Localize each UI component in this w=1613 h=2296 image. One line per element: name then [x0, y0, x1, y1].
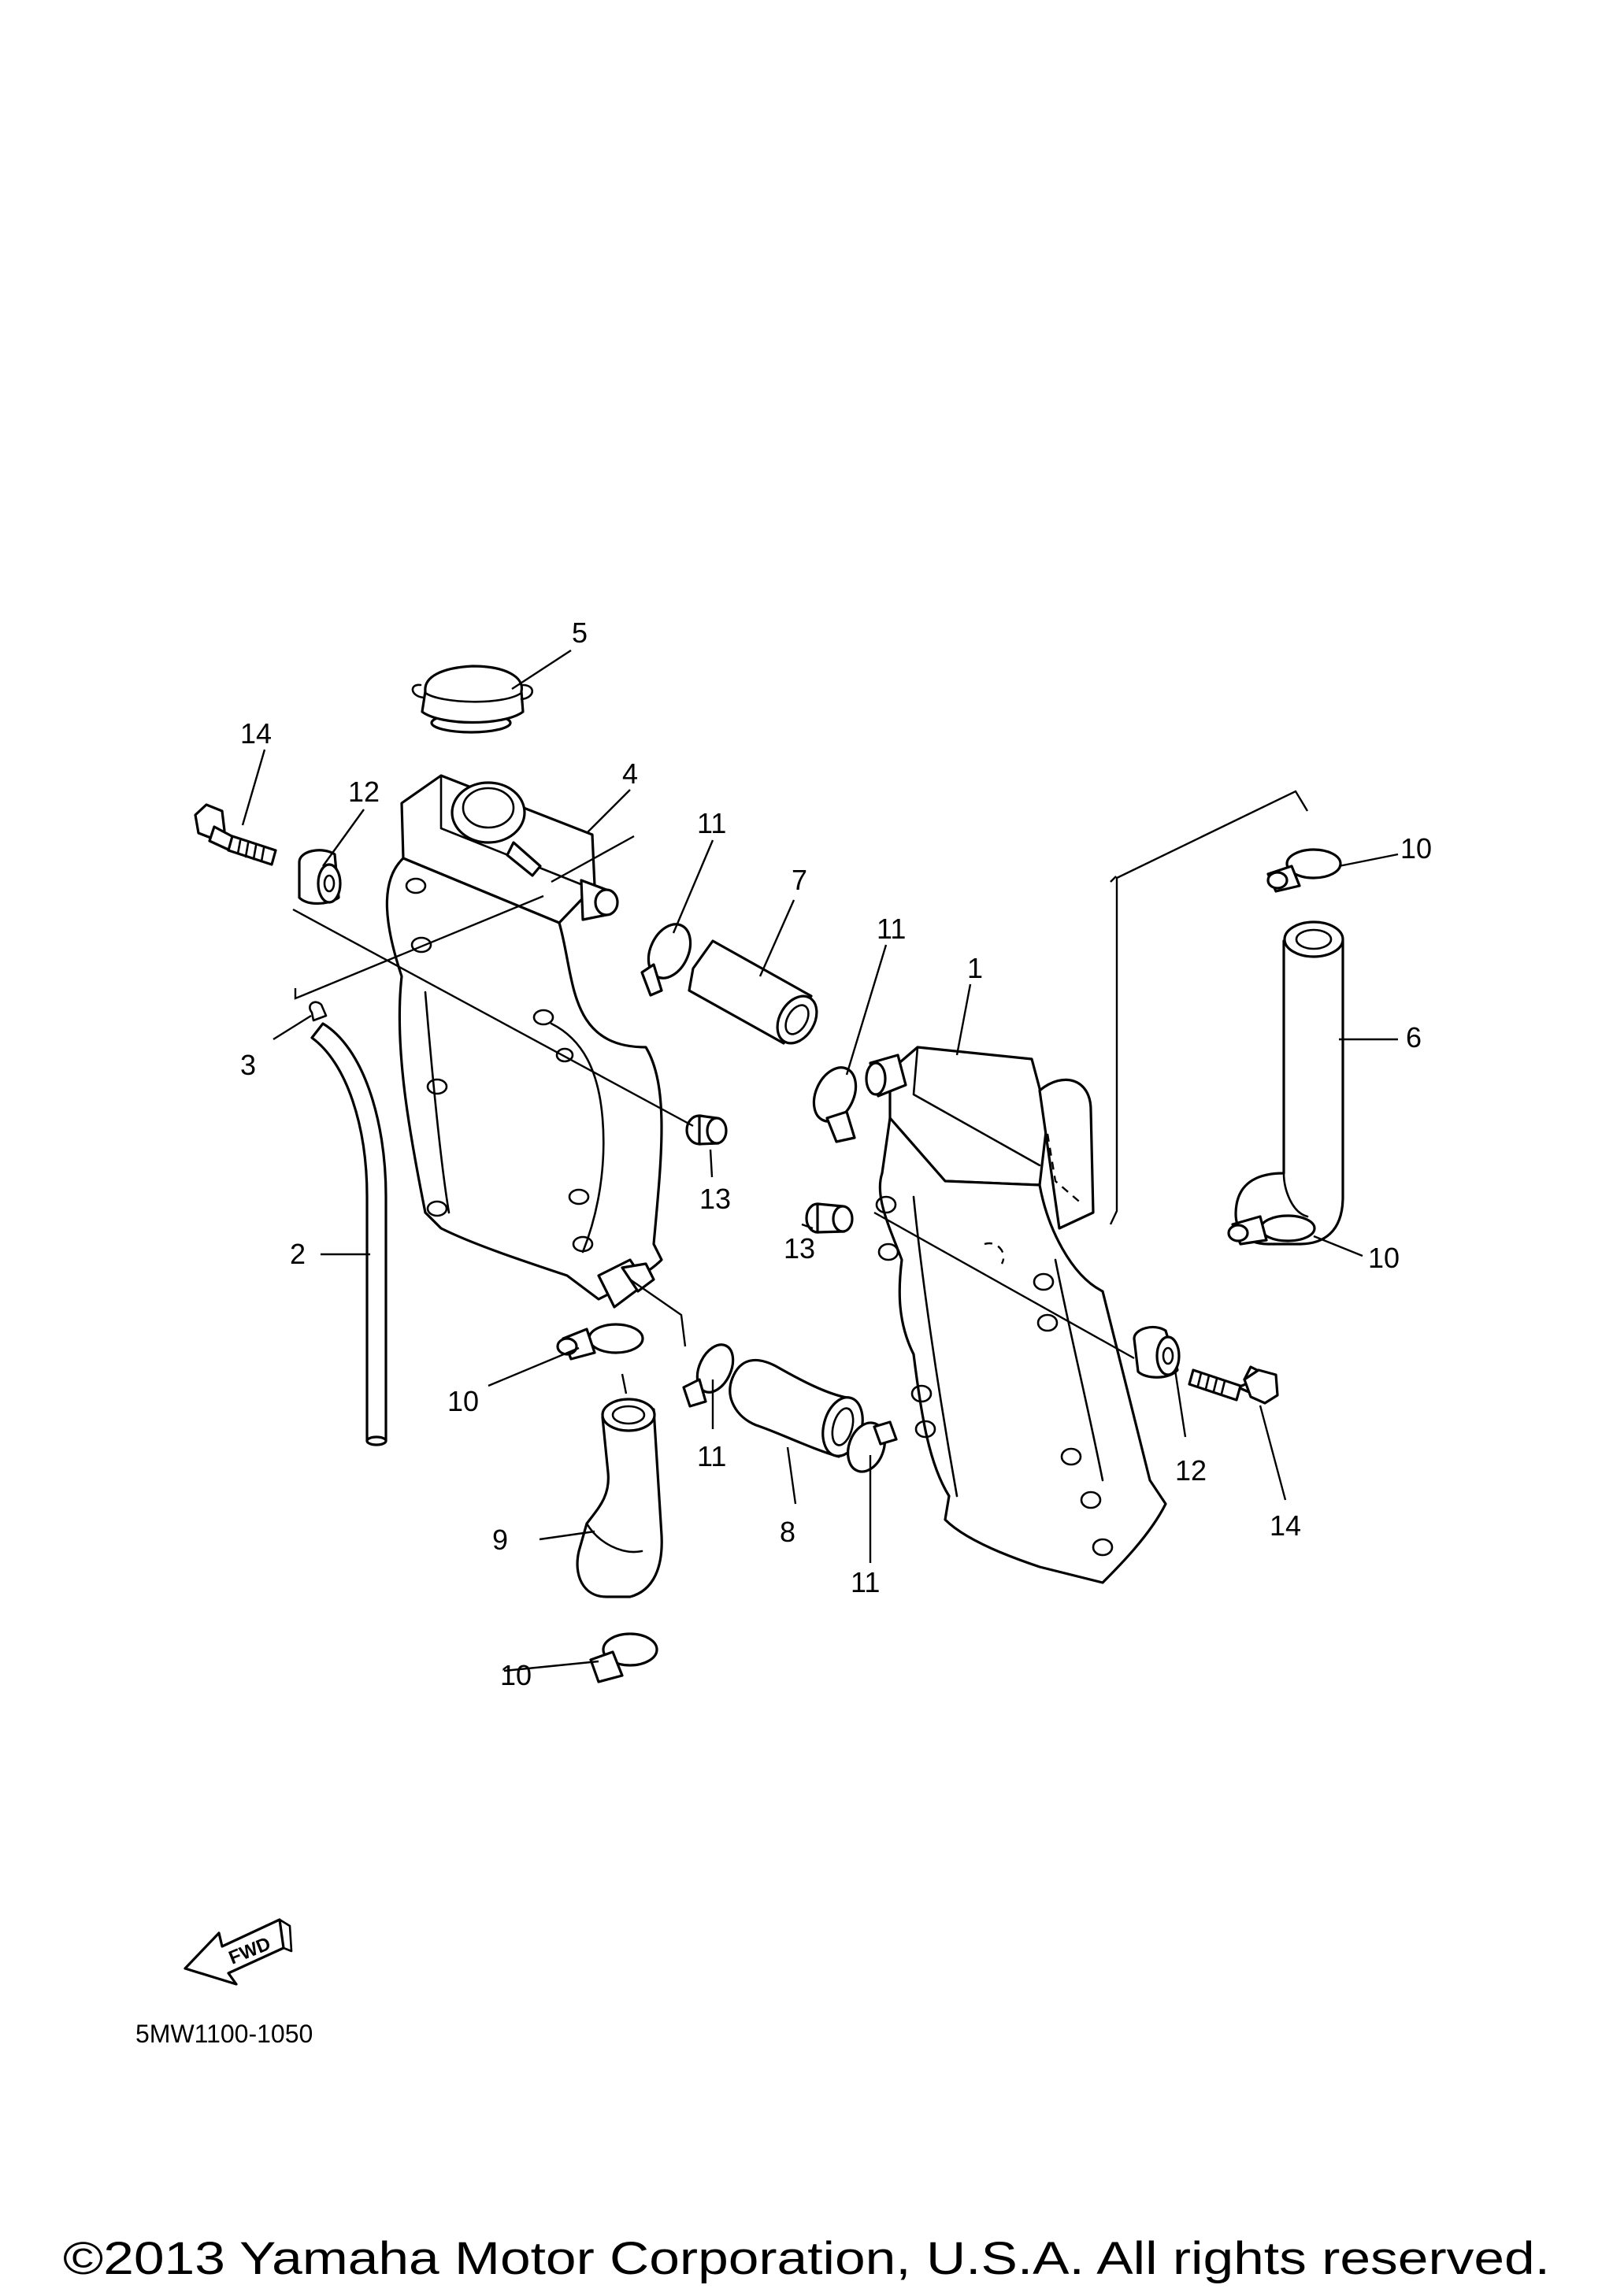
callout-11-lower-right: 11 — [851, 1566, 880, 1598]
breather-hose — [310, 1022, 387, 1446]
left-radiator — [385, 774, 663, 1309]
callout-1: 1 — [967, 952, 983, 984]
bolt-14-left — [194, 803, 277, 866]
callout-7: 7 — [792, 864, 807, 896]
callout-13-left: 13 — [699, 1183, 731, 1215]
right-radiator — [865, 1046, 1167, 1584]
clamp-10-upper-left — [556, 1323, 644, 1361]
hose-9 — [576, 1398, 663, 1598]
callout-11-upper-right: 11 — [877, 913, 906, 945]
radiator-cap — [411, 665, 534, 734]
clamp-10-upper-right — [1266, 848, 1342, 893]
callout-8: 8 — [780, 1516, 795, 1548]
copyright-notice: ©2013 Yamaha Motor Corporation, U.S.A. A… — [63, 2233, 1550, 2284]
callout-6: 6 — [1406, 1021, 1422, 1054]
hose-7 — [688, 939, 818, 1045]
callout-10-lower-left: 10 — [500, 1659, 532, 1691]
callout-5: 5 — [572, 617, 588, 649]
callout-14-left: 14 — [240, 717, 272, 750]
clamp-10-lower-right — [1227, 1214, 1316, 1246]
callout-11-upper-left: 11 — [697, 807, 726, 839]
callout-2: 2 — [290, 1238, 306, 1270]
callout-3: 3 — [240, 1049, 256, 1081]
callout-numbers: 5 14 12 4 11 7 11 1 10 6 3 13 13 10 2 10… — [240, 617, 1432, 1691]
clamp-11-upper-right — [812, 1066, 858, 1143]
clamp-11-lower-left — [682, 1343, 735, 1408]
callout-13-right: 13 — [784, 1232, 815, 1265]
hose-6 — [1234, 920, 1344, 1246]
callout-10-upper-right: 10 — [1400, 832, 1432, 865]
clamp-11-lower-right — [847, 1420, 898, 1473]
clamp-10-lower-left — [589, 1632, 658, 1683]
collar-13-right — [805, 1202, 854, 1234]
callout-leaders — [241, 649, 1399, 1672]
grommet-12-right — [1133, 1326, 1181, 1379]
callout-10-upper-left: 10 — [447, 1385, 479, 1417]
clamp-11-upper-left — [640, 923, 692, 997]
callout-12-left: 12 — [348, 776, 380, 808]
leader-lines — [292, 790, 1309, 1394]
callout-12-right: 12 — [1175, 1454, 1207, 1487]
hose-clip — [309, 1001, 328, 1022]
bolt-14-right — [1188, 1365, 1279, 1405]
callout-14-right: 14 — [1270, 1509, 1301, 1542]
callout-11-lower-left: 11 — [697, 1440, 726, 1472]
grommet-12-left — [298, 849, 342, 905]
fwd-arrow-icon: FWD — [184, 1918, 293, 1986]
callout-9: 9 — [492, 1524, 508, 1556]
collar-13-left — [685, 1114, 728, 1146]
diagram-code: 5MW1100-1050 — [135, 2020, 313, 2048]
callout-4: 4 — [622, 757, 638, 790]
callout-10-lower-right: 10 — [1368, 1242, 1400, 1274]
